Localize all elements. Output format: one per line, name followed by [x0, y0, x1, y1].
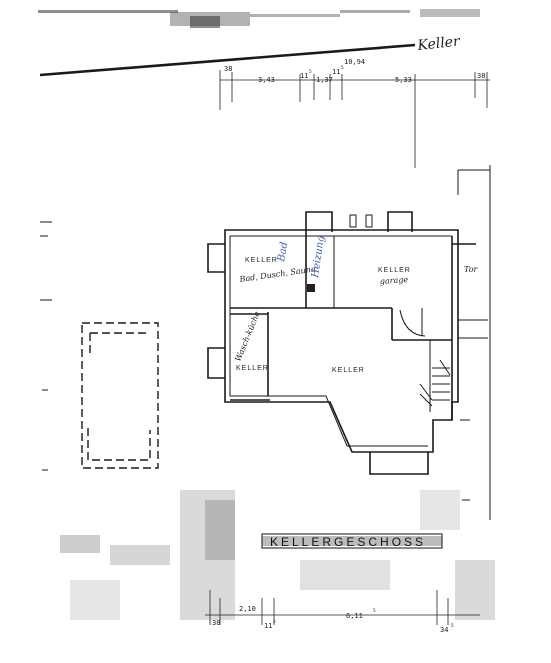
sheet-title-keller: Keller [416, 34, 462, 55]
dim-top-6: 5,33 [395, 76, 412, 84]
note-garage: garage [380, 275, 409, 286]
dim-top-3: 11 [300, 72, 308, 80]
plan-title-text: KELLERGESCHOSS [270, 535, 426, 549]
dim-total: 10,94 [344, 58, 365, 66]
label-tor: Tor [464, 265, 479, 274]
neighbour-outline-right [457, 165, 491, 520]
scan-noise-bottom [60, 490, 495, 620]
room-labels: KELLER Bad, Dusch, Sauna Bad Heizung KEL… [234, 235, 479, 374]
bottom-dimension-chain: 2,10 38 11 5 6,11 5 34 5 [205, 590, 480, 634]
label-keller-wasch: KELLER [236, 365, 269, 372]
dim-bottom-5: 34 [440, 626, 448, 634]
dim-top-4-sup: 5 [341, 65, 344, 71]
note-waschkueche: Wasch-küche [234, 310, 262, 363]
dim-top-1: 38 [224, 65, 232, 73]
plan-title: KELLERGESCHOSS [261, 533, 443, 549]
label-keller-garage: KELLER [378, 267, 411, 274]
dim-bottom-3-sup: 5 [273, 619, 276, 625]
note-bad-dusch-sauna: Bad, Dusch, Sauna [238, 264, 316, 284]
label-bad-blue: Bad [276, 241, 290, 263]
top-dimension-chain: 10,94 38 3,43 11 5 11 5 1,37 5,33 38 [219, 58, 490, 168]
dim-top-2: 3,43 [258, 76, 275, 84]
dim-bottom-1: 2,10 [239, 605, 256, 613]
dashed-outline [81, 322, 159, 469]
label-heizung-blue: Heizung [310, 235, 327, 279]
dim-top-5: 1,37 [316, 76, 333, 84]
label-keller-bad: KELLER [245, 257, 278, 264]
dim-top-7: 38 [477, 72, 485, 80]
label-keller-main: KELLER [332, 367, 365, 374]
dim-bottom-4: 6,11 [346, 612, 363, 620]
dim-top-3-sup: 5 [309, 69, 312, 75]
dim-bottom-2: 38 [212, 619, 220, 627]
dim-top-4: 11 [332, 68, 340, 76]
stairs [419, 359, 451, 407]
sheet-edge-line [39, 43, 416, 77]
left-margin-marks [40, 221, 52, 471]
dim-bottom-4-sup: 5 [373, 608, 376, 614]
dim-bottom-5-sup: 5 [451, 623, 454, 629]
scan-noise-top [38, 9, 480, 28]
building-walls [207, 211, 476, 475]
dim-bottom-3: 11 [264, 622, 272, 630]
